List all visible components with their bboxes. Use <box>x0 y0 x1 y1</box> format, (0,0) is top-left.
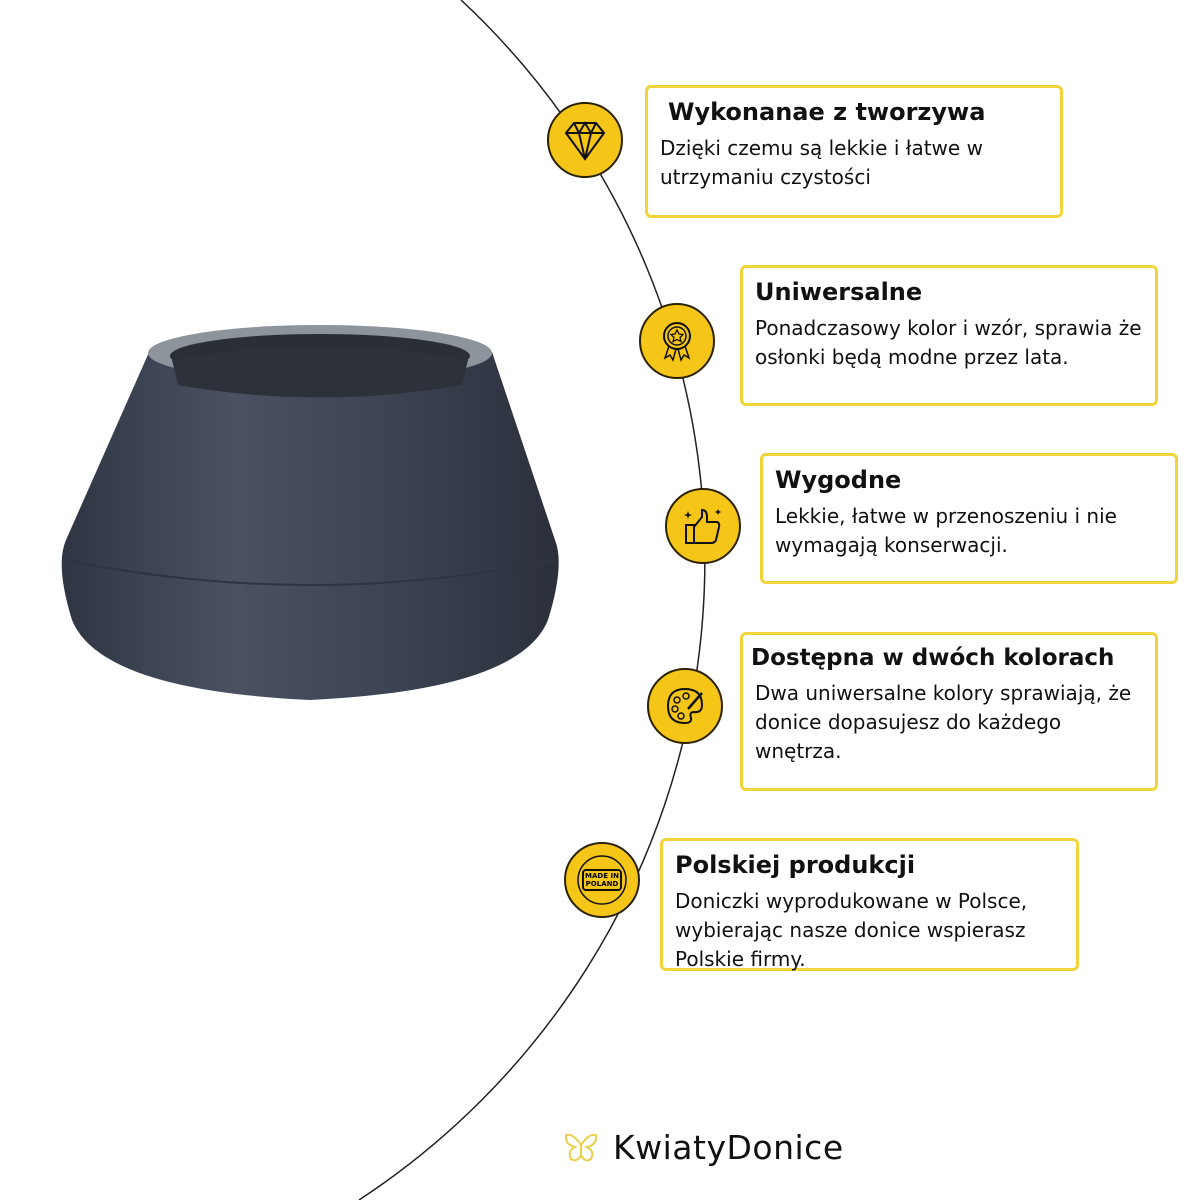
paint-palette-icon <box>647 668 723 744</box>
feature-card-convenient: Wygodne Lekkie, łatwe w przenoszeniu i n… <box>760 453 1178 584</box>
feature-text: Lekkie, łatwe w przenoszeniu i nie wymag… <box>775 504 1117 557</box>
feature-card-universal: Uniwersalne Ponadczasowy kolor i wzór, s… <box>740 265 1158 406</box>
feature-card-polish: Polskiej produkcji Doniczki wyprodukowan… <box>660 838 1079 971</box>
feature-card-material: Wykonanae z tworzywa Dzięki czemu są lek… <box>645 85 1063 218</box>
feature-text: Dwa uniwersalne kolory sprawiają, że don… <box>755 681 1132 763</box>
feature-text: Doniczki wyprodukowane w Polsce, wybiera… <box>675 889 1028 971</box>
butterfly-logo-icon <box>564 1133 598 1161</box>
feature-title: Wykonanae z tworzywa <box>668 98 986 126</box>
award-medal-icon <box>639 303 715 379</box>
feature-title: Dostępna w dwóch kolorach <box>751 645 1115 671</box>
feature-title: Wygodne <box>775 466 902 494</box>
feature-text: Dzięki czemu są lekkie i łatwe w utrzyma… <box>660 136 983 189</box>
feature-title: Polskiej produkcji <box>675 851 916 879</box>
feature-text: Ponadczasowy kolor i wzór, sprawia że os… <box>755 316 1142 369</box>
svg-text:POLAND: POLAND <box>586 880 619 888</box>
brand-name: KwiatyDonice <box>613 1128 844 1167</box>
made-in-badge-text: MADE IN <box>585 872 619 880</box>
diamond-icon <box>547 102 623 178</box>
feature-title: Uniwersalne <box>755 278 923 306</box>
thumbs-up-icon <box>665 488 741 564</box>
brand-logo: KwiatyDonice <box>563 1128 844 1167</box>
product-pot-image <box>61 325 559 700</box>
feature-card-colors: Dostępna w dwóch kolorach Dwa uniwersaln… <box>740 632 1158 791</box>
